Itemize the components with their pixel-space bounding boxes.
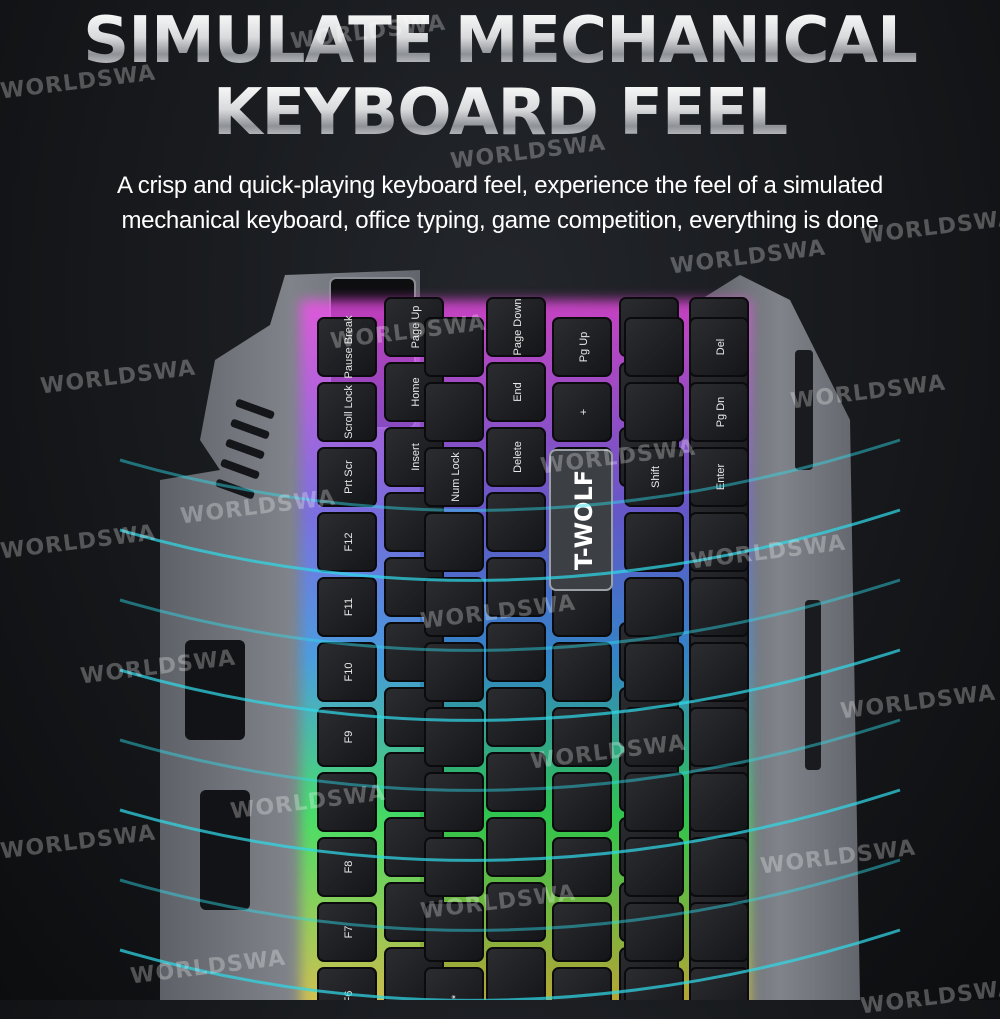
keycap <box>317 447 377 507</box>
keycap-label: Insert <box>410 443 422 471</box>
keycap <box>624 967 684 1000</box>
keycap <box>424 902 484 962</box>
description-line-2: mechanical keyboard, office typing, game… <box>121 207 879 234</box>
motion-wave <box>119 718 901 792</box>
motion-wave <box>119 578 901 652</box>
keycap <box>486 687 546 747</box>
headline-line-1: SIMULATE MECHANICAL <box>0 8 1000 74</box>
keycap-label: Del <box>715 339 727 356</box>
keycap-label: + <box>578 409 590 415</box>
keycap <box>689 317 749 377</box>
keycap-label: F8 <box>343 861 355 874</box>
keycap <box>486 427 546 487</box>
keycap <box>317 642 377 702</box>
keycap <box>624 902 684 962</box>
motion-wave <box>119 788 901 862</box>
keycap <box>424 317 484 377</box>
keycap-label: Pg Dn <box>715 397 727 428</box>
keycap <box>689 967 749 1000</box>
keycap-label: Prt Scr <box>343 460 355 494</box>
keycap <box>424 512 484 572</box>
keycap-label: * <box>450 994 462 999</box>
keycap <box>424 382 484 442</box>
keycap <box>689 837 749 897</box>
keycap <box>486 752 546 812</box>
keycap <box>689 382 749 442</box>
keycap <box>424 967 484 1000</box>
keycap <box>552 772 612 832</box>
motion-wave <box>119 858 901 932</box>
keycap <box>424 772 484 832</box>
keycap <box>424 837 484 897</box>
keycap <box>624 577 684 637</box>
keycap-label: Num Lock <box>450 452 462 502</box>
keycap <box>317 382 377 442</box>
keycap <box>624 642 684 702</box>
keycap <box>624 837 684 897</box>
keycap <box>486 297 546 357</box>
keycap-label: Enter <box>715 464 727 491</box>
keycap <box>624 317 684 377</box>
keycap <box>552 382 612 442</box>
keycap-label: Pause Break <box>343 315 355 378</box>
keycap-label: Shift <box>650 466 662 488</box>
keycap <box>486 817 546 877</box>
keycap <box>689 512 749 572</box>
keycap <box>486 622 546 682</box>
keycap <box>689 577 749 637</box>
keycap <box>424 707 484 767</box>
keycap-label: F7 <box>343 926 355 939</box>
brand-logo-plate <box>549 449 613 591</box>
headline-line-2: KEYBOARD FEEL <box>0 80 1000 146</box>
description-line-1: A crisp and quick-playing keyboard feel,… <box>117 172 883 199</box>
keycap <box>552 707 612 767</box>
keycap <box>552 837 612 897</box>
keycap-label: Scroll Lock <box>343 385 355 439</box>
keycap <box>552 317 612 377</box>
brand-logo: T-WOLF <box>570 470 598 570</box>
keycap <box>317 707 377 767</box>
keycap-label: End <box>512 382 524 402</box>
keycap-label: F12 <box>343 533 355 552</box>
keycap <box>486 362 546 422</box>
keycap <box>317 772 377 832</box>
keycap <box>624 382 684 442</box>
motion-wave <box>119 648 901 722</box>
keycap-label: F9 <box>343 731 355 744</box>
keycap <box>624 772 684 832</box>
keycap <box>486 492 546 552</box>
motion-waves <box>119 438 901 1000</box>
keycap <box>317 902 377 962</box>
keycap <box>689 707 749 767</box>
keycap <box>486 947 546 1000</box>
motion-wave <box>119 438 901 512</box>
keycap <box>486 882 546 942</box>
keycap <box>424 447 484 507</box>
keycap <box>424 577 484 637</box>
keycap-label: Delete <box>512 441 524 473</box>
keycap <box>552 902 612 962</box>
keycap <box>486 557 546 617</box>
keycap <box>689 447 749 507</box>
keycap <box>552 642 612 702</box>
motion-wave <box>119 508 901 582</box>
keycap-label: F10 <box>343 663 355 682</box>
keycap <box>624 447 684 507</box>
keycap-label: Pg Up <box>578 332 590 363</box>
keycap <box>624 512 684 572</box>
keycap <box>317 577 377 637</box>
keycap <box>689 902 749 962</box>
keycap <box>317 317 377 377</box>
keycap <box>424 642 484 702</box>
keycap-label: Home <box>410 377 422 406</box>
keycap-label: Page Down <box>512 299 524 356</box>
keycap <box>689 642 749 702</box>
keycap-label: Page Up <box>410 306 422 349</box>
keycap-label: F11 <box>343 598 355 616</box>
keycap <box>689 772 749 832</box>
keycap <box>317 512 377 572</box>
